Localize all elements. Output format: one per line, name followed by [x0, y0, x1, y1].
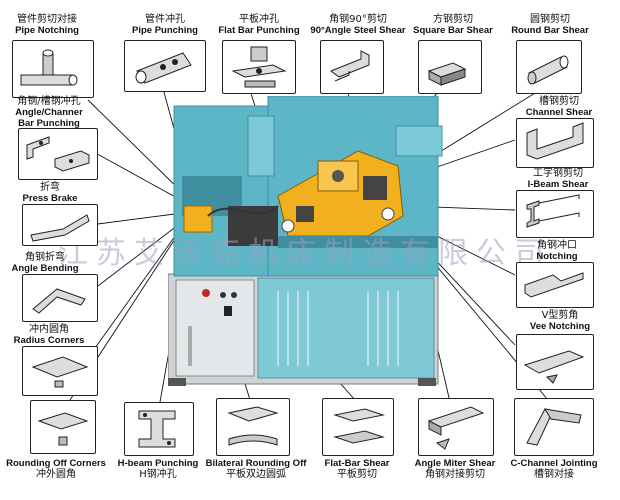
ironworker-machine-illustration [168, 96, 443, 386]
pipe-hole-icon [135, 52, 192, 84]
label-rounding-off-corners: Rounding Off Corners 冲外圆角 [6, 458, 106, 480]
tile-angle-steel-shear [320, 40, 384, 94]
square-bar-icon [427, 62, 467, 86]
angle-channel-icon [26, 136, 90, 172]
label-ibeam-shear: 工字钢剪切 I-Beam Shear [527, 168, 589, 190]
tile-rounding-off-corners [30, 400, 96, 454]
label-flat-bar-punching: 平板冲孔 Flat Bar Punching [218, 14, 300, 36]
tile-channel-shear [516, 118, 594, 168]
label-angle-bending: 角钢折弯 Angle Bending [11, 252, 79, 274]
tile-notching [516, 262, 594, 308]
tile-radius-corners [22, 346, 98, 396]
company-watermark: 江苏艾沃克机床制造有限公司 [58, 236, 552, 271]
label-hbeam-punching: H-beam Punching H钢冲孔 [117, 458, 199, 480]
tile-angle-channel-punching [18, 128, 98, 180]
round-bar-icon [527, 55, 569, 85]
miter-angle-icon [427, 406, 485, 450]
ibeam-icon [526, 194, 580, 228]
label-channel-shear: 槽钢剪切 Channel Shear [525, 96, 593, 118]
channel-joint-icon [526, 408, 582, 446]
label-round-bar-shear: 圆钢剪切 Round Bar Shear [511, 14, 589, 36]
label-angle-miter-shear: Angle Miter Shear 角钢对接剪切 [414, 458, 496, 480]
tile-angle-bending [22, 274, 98, 322]
label-bilateral-rounding: Bilateral Rounding Off 平板双边圆弧 [205, 458, 307, 480]
label-angle-channel-punching: 角钢/槽钢冲孔 Angle/Channer Bar Punching [15, 96, 83, 129]
label-square-bar-shear: 方钢剪切 Square Bar Shear [413, 14, 493, 36]
hbeam-icon [138, 410, 176, 448]
tile-flat-bar-punching [222, 40, 296, 94]
bent-angle-icon [32, 288, 86, 314]
tile-pipe-notching [12, 40, 94, 98]
pipe-tee-icon [20, 49, 78, 86]
punch-die-icon [231, 46, 287, 88]
tile-flat-bar-shear [322, 398, 394, 456]
label-radius-corners: 冲内圆角 Radius Corners [13, 324, 85, 346]
rounded-corner-plate-icon [37, 412, 89, 446]
tile-ibeam-shear [516, 190, 594, 238]
tile-vee-notching [516, 334, 594, 390]
label-notching: 角钢冲口 Notching [536, 240, 578, 262]
tile-square-bar-shear [418, 40, 482, 94]
label-cchannel-jointing: C-Channel Jointing 槽钢对接 [510, 458, 598, 480]
label-angle-steel-shear: 角钢90°剪切 90°Angle Steel Shear [310, 14, 406, 36]
bent-plate-icon [30, 214, 90, 242]
flat-bar-icon [333, 408, 385, 444]
tile-angle-miter-shear [418, 398, 494, 456]
bilateral-rounding-icon [227, 406, 279, 446]
tile-cchannel-jointing [514, 398, 594, 456]
notched-angle-icon [524, 272, 584, 298]
tile-hbeam-punching [124, 402, 194, 456]
angle-steel-icon [329, 50, 370, 82]
label-pipe-punching: 管件冲孔 Pipe Punching [132, 14, 198, 36]
label-press-brake: 折弯 Press Brake [22, 182, 78, 204]
radius-corner-icon [31, 356, 89, 388]
vee-notch-icon [523, 350, 585, 384]
label-pipe-notching: 管件剪切对接 Pipe Notching [15, 14, 79, 36]
tile-press-brake [22, 204, 98, 246]
label-flat-bar-shear: Flat-Bar Shear 平板剪切 [324, 458, 390, 480]
channel-steel-icon [526, 122, 584, 160]
label-vee-notching: V型剪角 Vee Notching [529, 310, 591, 332]
tile-bilateral-rounding [216, 398, 290, 456]
tile-pipe-punching [124, 40, 206, 92]
tile-round-bar-shear [516, 40, 582, 94]
